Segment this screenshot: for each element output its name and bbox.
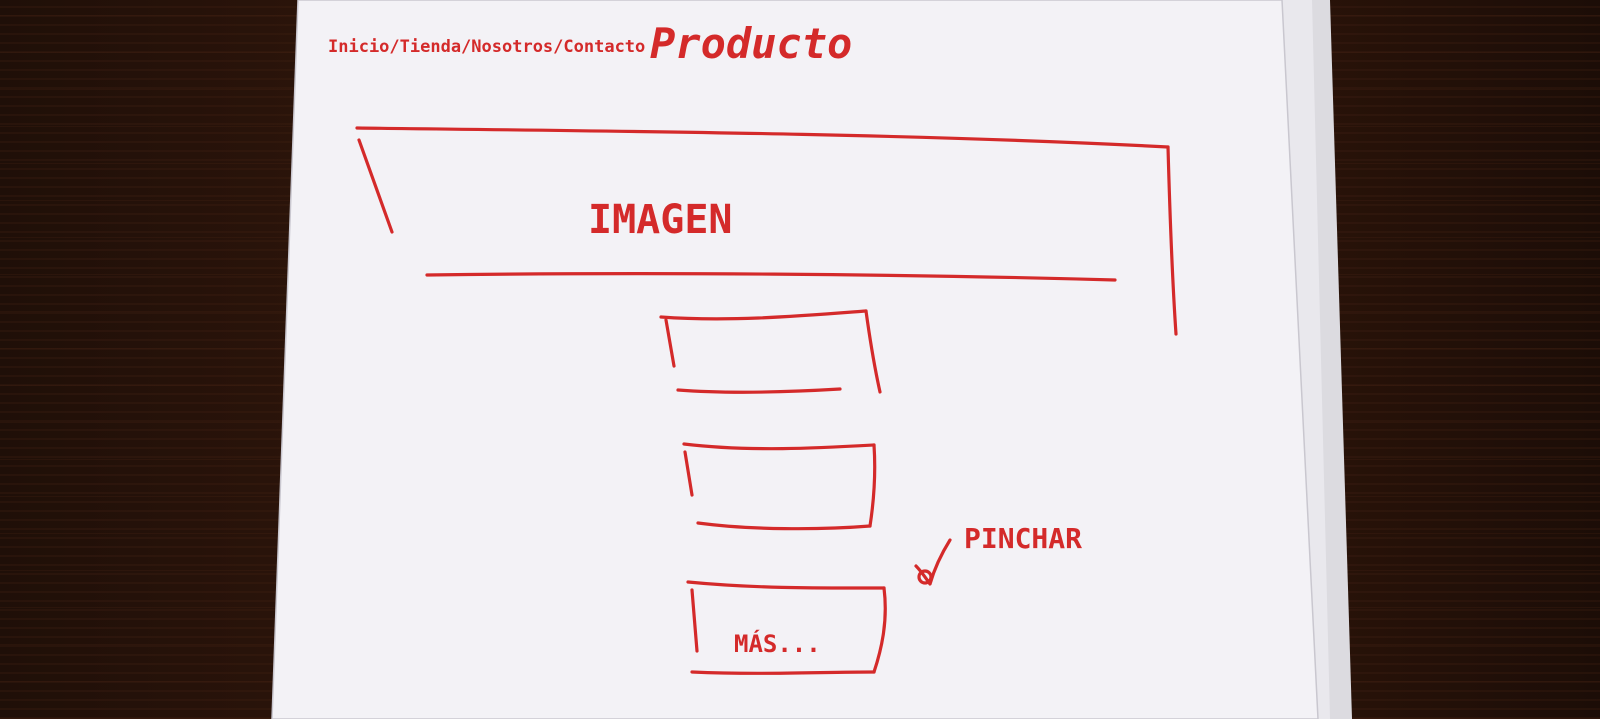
more-button-label: MÁS... bbox=[734, 629, 821, 658]
checkmark-dot bbox=[917, 569, 933, 585]
page-title: Producto bbox=[650, 19, 852, 68]
paper-sheet-edge bbox=[271, 0, 1319, 719]
paper-sheet bbox=[272, 0, 1318, 719]
card-1-right-line bbox=[864, 309, 882, 394]
hero-image-placeholder: IMAGEN bbox=[355, 126, 1178, 336]
hero-box-right-line bbox=[1166, 145, 1178, 336]
product-card-2[interactable] bbox=[682, 442, 877, 531]
more-box-left-line bbox=[690, 588, 699, 653]
card-2-bottom-line bbox=[696, 521, 872, 531]
hero-box-top-line bbox=[355, 126, 1170, 149]
nav-breadcrumb-text: Inicio/Tienda/Nosotros/Contacto bbox=[328, 37, 645, 57]
hero-box-bottom-line bbox=[425, 272, 1117, 282]
more-button[interactable]: MÁS... bbox=[686, 580, 887, 675]
more-box-bottom-line bbox=[690, 670, 876, 675]
card-2-left-line bbox=[683, 450, 694, 497]
click-annotation: PINCHAR bbox=[914, 522, 1082, 586]
product-card-1[interactable] bbox=[659, 309, 882, 394]
card-1-bottom-line bbox=[676, 387, 842, 394]
hero-box-left-line bbox=[357, 138, 394, 234]
more-box-right-line bbox=[872, 586, 887, 674]
card-1-left-line bbox=[664, 318, 676, 368]
more-box-top-line bbox=[686, 580, 886, 590]
annotation-label: PINCHAR bbox=[964, 522, 1082, 555]
hero-image-label: IMAGEN bbox=[588, 197, 733, 243]
card-1-top-line bbox=[659, 309, 868, 321]
card-2-top-line bbox=[682, 442, 876, 451]
card-2-right-line bbox=[868, 443, 877, 528]
